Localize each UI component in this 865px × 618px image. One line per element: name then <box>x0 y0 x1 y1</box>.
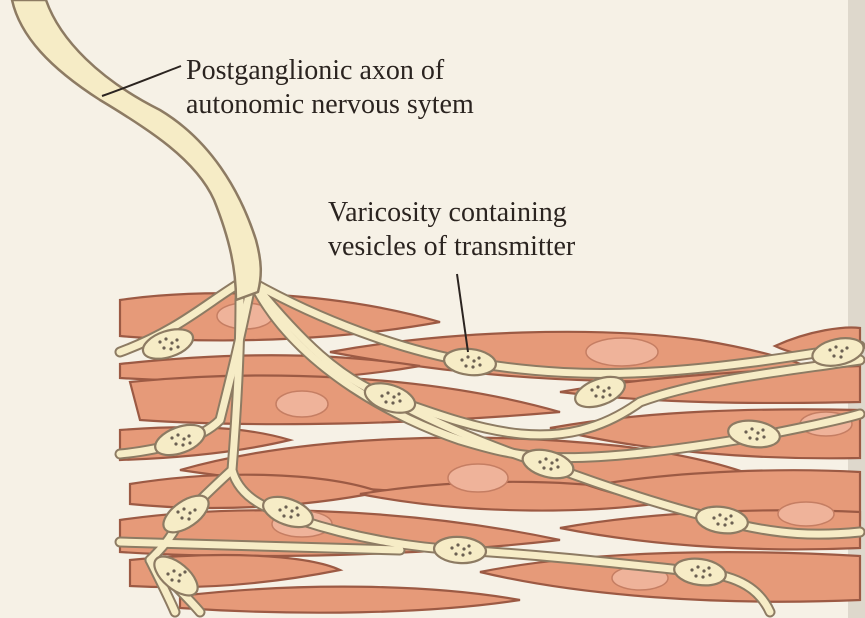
axon-label-line-2: autonomic nervous sytem <box>186 88 474 122</box>
varicosity-label: Varicosity containing vesicles of transm… <box>328 196 575 264</box>
nucleus <box>778 502 834 526</box>
nucleus <box>586 338 658 366</box>
varicosity-label-line-1: Varicosity containing <box>328 196 575 230</box>
nucleus <box>448 464 508 492</box>
nucleus <box>276 391 328 417</box>
axon-label-line-1: Postganglionic axon of <box>186 54 474 88</box>
axon-label: Postganglionic axon of autonomic nervous… <box>186 54 474 122</box>
varicosity-label-line-2: vesicles of transmitter <box>328 230 575 264</box>
